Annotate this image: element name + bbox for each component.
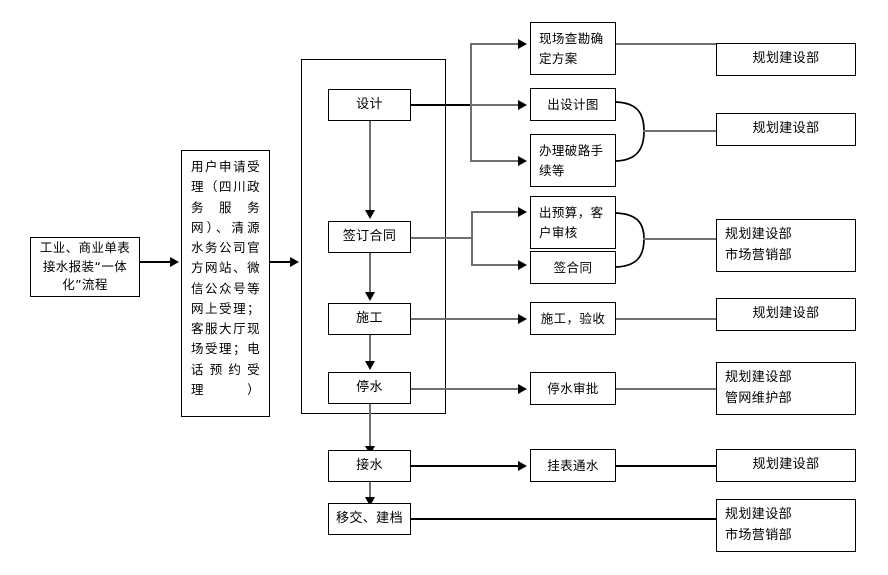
connector-shutoff-to-approval <box>411 388 520 390</box>
arrowhead-start-to-intake <box>170 257 179 267</box>
intake-node-box[interactable]: 用户申请受理（四川政务服务网）、清源水务公司官方网站、微信公众号等网上受理；客服… <box>181 150 270 417</box>
main-step-water-shutoff-box[interactable]: 停水 <box>328 372 411 404</box>
main-step-construction-box[interactable]: 施工 <box>328 303 411 335</box>
department-node-7-box[interactable]: 规划建设部 市场营销部 <box>716 499 856 552</box>
arrowhead-contract-to-sign <box>518 260 527 270</box>
arrowhead-water-connection-to-handover <box>364 497 375 506</box>
connector-construction-to-shutoff <box>368 335 371 363</box>
detail-node-shutoff-approval-box[interactable]: 停水审批 <box>530 372 616 405</box>
arrowhead-construction-to-shutoff <box>364 361 375 370</box>
connector-acceptance-to-dept-4 <box>616 318 716 320</box>
connector-design-to-drawing <box>470 104 520 106</box>
connector-design-to-road-permit <box>470 160 520 162</box>
connector-design-to-contract <box>368 121 371 212</box>
main-process-group-container <box>301 59 446 414</box>
department-node-5-line-1: 规划建设部 <box>725 370 793 386</box>
arrowhead-design-to-road-permit <box>518 156 527 166</box>
arrowhead-water-connection-to-meter <box>518 461 527 471</box>
detail-node-design-drawing-box[interactable]: 出设计图 <box>530 88 616 121</box>
connector-contract-to-construction <box>368 253 371 294</box>
detail-node-meter-installation-box[interactable]: 挂表通水 <box>530 449 616 482</box>
post-step-water-connection-box[interactable]: 接水 <box>328 450 411 482</box>
department-node-3-line-2: 市场营销部 <box>725 247 793 263</box>
department-node-6-line-1: 规划建设部 <box>752 457 820 473</box>
arrowhead-design-to-contract <box>364 210 375 219</box>
department-node-4-box[interactable]: 规划建设部 <box>716 298 856 331</box>
department-node-1-box[interactable]: 规划建设部 <box>716 43 856 76</box>
connector-water-connection-to-handover <box>368 482 371 499</box>
department-node-6-box[interactable]: 规划建设部 <box>716 449 856 482</box>
detail-node-road-permit-box[interactable]: 办理破路手续等 <box>530 134 616 187</box>
detail-node-sign-contract-box[interactable]: 签合同 <box>530 251 616 284</box>
connector-contract-branch-spine <box>471 211 473 266</box>
connector-contract-to-sign <box>471 264 520 266</box>
connector-construction-to-acceptance <box>411 318 520 320</box>
department-node-3-line-1: 规划建设部 <box>725 227 793 243</box>
connector-handover-to-dept-7 <box>411 518 716 520</box>
detail-node-budget-review-box[interactable]: 出预算，客户审核 <box>530 196 616 249</box>
connector-survey-to-dept-1 <box>616 43 716 45</box>
connector-contract-merge-to-dept-3 <box>643 238 716 240</box>
arrowhead-contract-to-construction <box>364 292 375 301</box>
detail-node-site-survey-box[interactable]: 现场查勘确定方案 <box>530 22 616 75</box>
arrowhead-intake-to-main <box>290 257 299 267</box>
connector-design-merge-to-dept-2 <box>643 130 716 132</box>
connector-intake-to-main <box>270 261 292 263</box>
arrowhead-shutoff-to-approval <box>518 384 527 394</box>
detail-node-construction-acceptance-box[interactable]: 施工，验收 <box>530 302 616 335</box>
arrowhead-construction-to-acceptance <box>518 314 527 324</box>
department-node-5-line-2: 管网维护部 <box>725 390 793 406</box>
department-node-3-box[interactable]: 规划建设部 市场营销部 <box>716 219 856 272</box>
connector-shutoff-to-water-connection <box>368 404 371 448</box>
main-step-sign-contract-box[interactable]: 签订合同 <box>328 221 411 253</box>
connector-design-to-survey <box>470 43 520 45</box>
connector-start-to-intake <box>140 261 172 263</box>
connector-approval-to-dept-5 <box>616 388 716 390</box>
arrowhead-design-to-survey <box>518 39 527 49</box>
arrowhead-contract-to-budget <box>518 207 527 217</box>
start-node-box[interactable]: 工业、商业单表接水报装“一体化”流程 <box>30 237 140 297</box>
department-node-2-line-1: 规划建设部 <box>752 121 820 137</box>
connector-contract-to-budget <box>471 211 520 213</box>
main-step-design-box[interactable]: 设计 <box>328 89 411 121</box>
connector-contract-branch-stem <box>411 237 473 239</box>
connector-water-connection-to-meter <box>411 465 520 467</box>
department-node-5-box[interactable]: 规划建设部 管网维护部 <box>716 362 856 415</box>
department-node-2-box[interactable]: 规划建设部 <box>716 113 856 146</box>
connector-design-branch-stem <box>411 104 472 107</box>
department-node-7-line-1: 规划建设部 <box>725 507 793 523</box>
merge-brace-contract-stage <box>614 211 662 269</box>
arrowhead-design-to-drawing <box>518 100 527 110</box>
connector-design-branch-spine <box>470 43 472 162</box>
connector-meter-to-dept-6 <box>616 465 716 467</box>
department-node-4-line-1: 规划建设部 <box>752 306 820 322</box>
department-node-7-line-2: 市场营销部 <box>725 527 793 543</box>
department-node-1-line-1: 规划建设部 <box>752 51 820 67</box>
post-step-handover-box[interactable]: 移交、建档 <box>328 503 411 535</box>
